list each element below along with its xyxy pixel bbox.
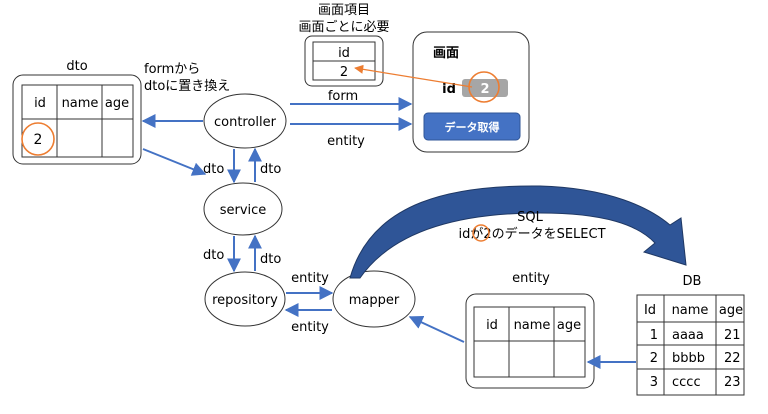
sql-label-line2: idが2のデータをSELECT bbox=[458, 226, 605, 242]
id-mapping-arrow bbox=[354, 64, 473, 88]
dto-header-age: age bbox=[105, 96, 129, 111]
fetch-data-button-label: データ取得 bbox=[445, 120, 500, 134]
db-row3-id: 3 bbox=[650, 375, 658, 390]
dto-header-id: id bbox=[34, 96, 46, 111]
dto-out1-label: dto bbox=[260, 162, 281, 177]
db-header-id: Id bbox=[644, 303, 656, 318]
entity-title: entity bbox=[512, 271, 550, 286]
note-form-to-dto-line2: dtoに置き換え bbox=[144, 79, 230, 94]
fetch-data-button[interactable] bbox=[423, 112, 521, 141]
sql-label-line1: SQL bbox=[517, 210, 543, 225]
screen-item-title-line2: 画面ごとに必要 bbox=[298, 19, 389, 35]
repository-label: repository bbox=[212, 293, 278, 308]
note-form-to-dto-line1: formから bbox=[144, 62, 200, 77]
dto-in-label: dto bbox=[203, 162, 224, 177]
sql-id-highlight-circle bbox=[472, 224, 490, 242]
screen-title: 画面 bbox=[433, 46, 459, 61]
dto-table bbox=[21, 84, 134, 158]
db-row1-age: 21 bbox=[724, 328, 741, 343]
db-row3-age: 23 bbox=[724, 375, 741, 390]
dto-header-name: name bbox=[62, 96, 99, 111]
entity-to-mapper-arrow bbox=[408, 315, 465, 343]
dto-id-value: 2 bbox=[34, 132, 43, 148]
controller-node bbox=[203, 93, 287, 149]
entity-header-name: name bbox=[514, 318, 551, 333]
screen-id-input[interactable] bbox=[462, 79, 508, 97]
form-label: form bbox=[328, 89, 358, 104]
controller-label: controller bbox=[214, 115, 277, 130]
entity-header-id: id bbox=[486, 318, 498, 333]
screen-item-title-line1: 画面項目 bbox=[318, 3, 370, 18]
screen-id-label: id bbox=[442, 82, 456, 97]
service-label: service bbox=[220, 203, 267, 218]
db-row1-name: aaaa bbox=[672, 328, 704, 343]
sql-big-curved-arrow bbox=[349, 185, 687, 279]
entity-to-mapper-label: entity bbox=[291, 271, 329, 286]
db-header-name: name bbox=[672, 303, 709, 318]
db-header-age: age bbox=[719, 303, 743, 318]
db-row1-id: 1 bbox=[650, 328, 658, 343]
dto-id-highlight-circle bbox=[21, 122, 55, 156]
entity-top-label: entity bbox=[327, 134, 365, 149]
entity-header-age: age bbox=[557, 318, 581, 333]
dto-down-label: dto bbox=[203, 248, 224, 263]
dto-out2-label: dto bbox=[260, 252, 281, 267]
entity-from-mapper-label: entity bbox=[291, 320, 329, 335]
db-row3-name: cccc bbox=[672, 375, 701, 390]
repository-node bbox=[204, 271, 286, 327]
screen-item-id-header: id bbox=[338, 46, 350, 61]
dto-title: dto bbox=[66, 59, 87, 74]
dto-to-service-arrow bbox=[142, 148, 207, 176]
entity-table bbox=[473, 306, 586, 378]
service-node bbox=[203, 182, 283, 236]
screen-item-id-value: 2 bbox=[340, 65, 348, 80]
db-row2-age: 22 bbox=[724, 351, 741, 366]
mapper-label: mapper bbox=[349, 293, 400, 308]
db-row2-id: 2 bbox=[650, 351, 658, 366]
screen-id-value: 2 bbox=[480, 82, 489, 97]
db-row2-name: bbbb bbox=[672, 351, 705, 366]
db-title: DB bbox=[683, 274, 702, 289]
